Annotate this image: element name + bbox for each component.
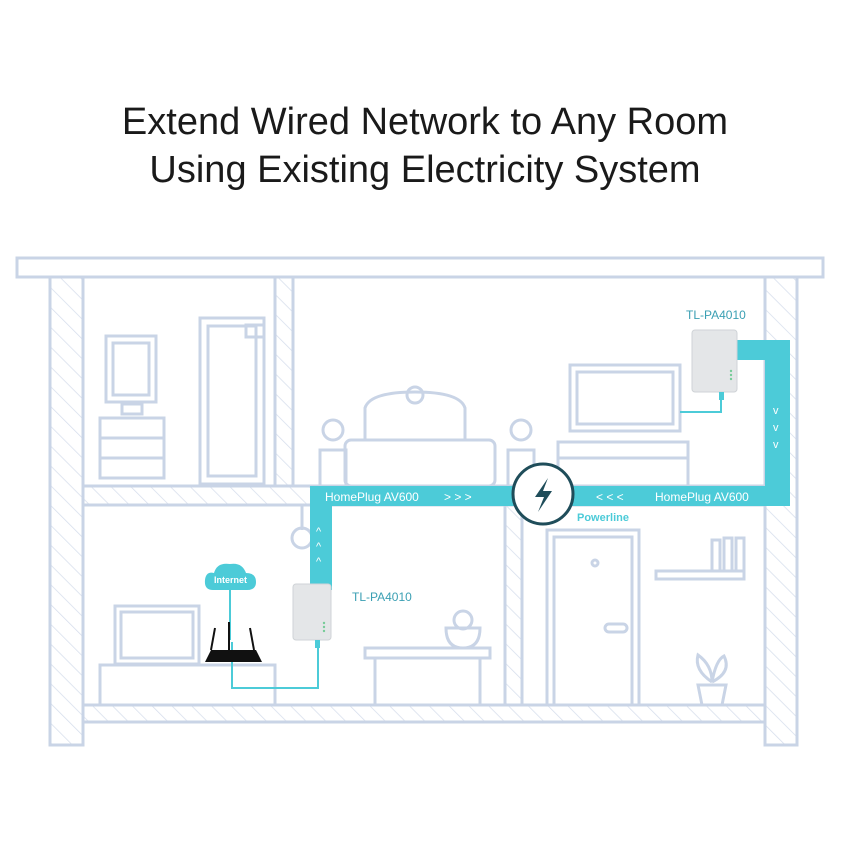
up-arrow: ^ xyxy=(316,556,322,568)
drawers xyxy=(98,402,166,480)
table xyxy=(363,609,492,705)
monitor xyxy=(568,363,682,433)
bed xyxy=(343,385,497,488)
cloud-label: Internet xyxy=(214,575,247,585)
tv xyxy=(113,604,201,666)
link-arrows-left: > > > xyxy=(444,490,472,504)
page-title: Extend Wired Network to Any Room Using E… xyxy=(0,98,850,194)
ceiling-lamp xyxy=(290,505,314,550)
title-line-1: Extend Wired Network to Any Room xyxy=(121,101,729,143)
router-icon xyxy=(205,622,262,662)
up-arrow: ^ xyxy=(316,541,322,553)
front-door xyxy=(545,528,641,707)
mirror xyxy=(104,334,158,404)
link-arrows-right: < < < xyxy=(596,490,624,504)
ethernet-cable-upper xyxy=(680,395,722,413)
down-arrow: v xyxy=(773,422,779,434)
down-arrow: v xyxy=(773,439,779,451)
wall-shelf xyxy=(654,536,746,581)
lamp-left xyxy=(318,418,348,488)
link-label-right: HomePlug AV600 xyxy=(655,490,749,504)
powerline-adapter-upper xyxy=(691,329,738,400)
adapter-lower-label: TL-PA4010 xyxy=(352,590,412,604)
bathroom-door xyxy=(198,316,266,486)
down-arrow: v xyxy=(773,405,779,417)
down-arrows: v v v xyxy=(773,405,779,451)
tv-stand xyxy=(98,663,277,707)
powerline-adapter-lower xyxy=(292,583,332,648)
adapter-upper-label: TL-PA4010 xyxy=(686,308,746,322)
cloud-icon xyxy=(204,563,256,590)
hub-label: Powerline xyxy=(577,512,629,524)
powerline-hub xyxy=(511,462,575,526)
title-line-2: Using Existing Electricity System xyxy=(149,149,701,191)
desk xyxy=(556,440,690,488)
up-arrow: ^ xyxy=(316,526,322,538)
plant xyxy=(695,652,728,707)
up-arrows: ^ ^ ^ xyxy=(316,526,322,568)
lightning-bolt-icon xyxy=(535,478,552,512)
ethernet-cable-lower xyxy=(231,640,319,689)
link-label-left: HomePlug AV600 xyxy=(325,490,419,504)
